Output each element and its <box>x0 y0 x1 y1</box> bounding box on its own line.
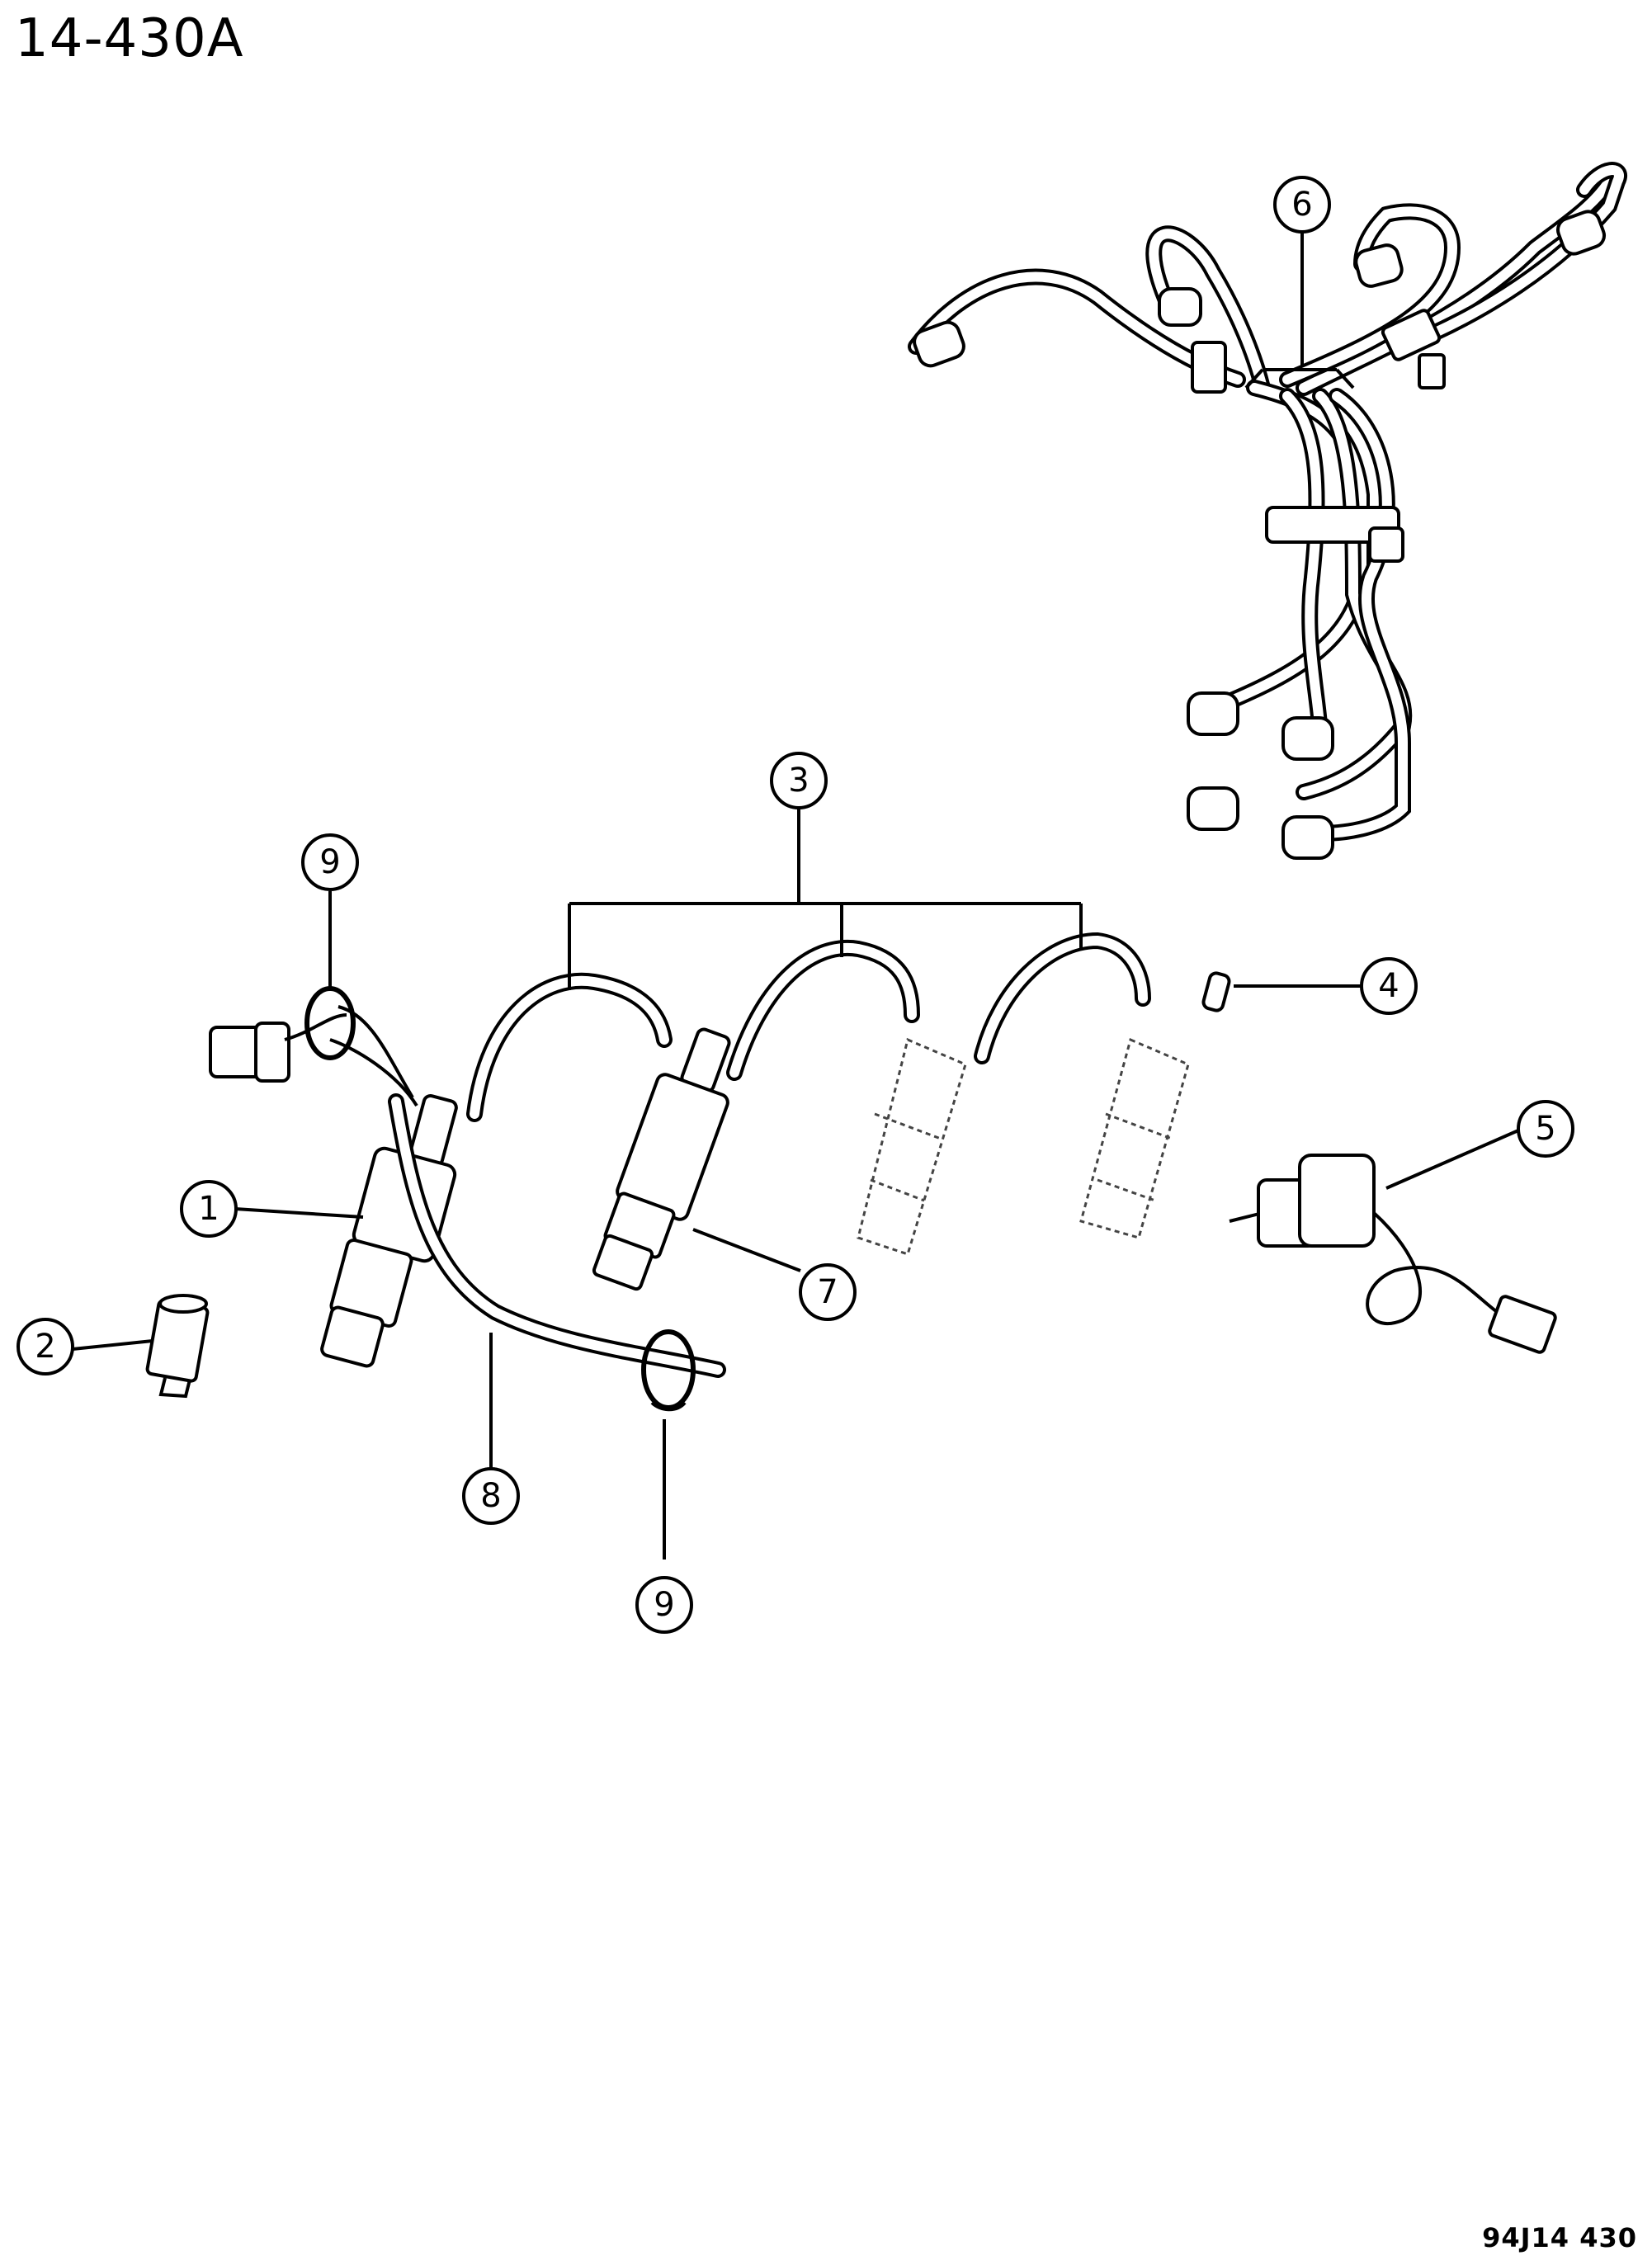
callout-3-label: 3 <box>788 762 809 800</box>
leak-off-hoses <box>466 932 1151 1122</box>
callout-leaders <box>72 231 1519 1560</box>
connector-clip-upper <box>209 986 356 1083</box>
sensor-with-connector <box>1229 1154 1557 1354</box>
callout-7: 7 <box>799 1263 857 1321</box>
fuel-injector <box>592 1027 731 1291</box>
drawing-reference: 94J14 430 <box>1482 2222 1637 2253</box>
callout-7-label: 7 <box>817 1273 838 1311</box>
callout-6-label: 6 <box>1291 186 1312 224</box>
callout-2-label: 2 <box>35 1328 55 1366</box>
callout-8-label: 8 <box>480 1477 501 1515</box>
callout-9-lower: 9 <box>635 1576 693 1634</box>
callout-9-upper-label: 9 <box>319 843 340 881</box>
nozzle-body <box>145 1294 210 1399</box>
phantom-injectors <box>857 1037 1190 1256</box>
callout-6: 6 <box>1273 176 1331 234</box>
callout-4: 4 <box>1360 957 1418 1015</box>
page-title: 14-430A <box>15 8 244 69</box>
callout-5: 5 <box>1517 1100 1574 1158</box>
callout-2: 2 <box>17 1318 74 1376</box>
clip-lower <box>641 1329 696 1412</box>
callout-5-label: 5 <box>1535 1110 1555 1148</box>
injector-harness <box>908 162 1627 860</box>
callout-1: 1 <box>180 1180 238 1238</box>
callout-3: 3 <box>770 752 828 809</box>
callout-9-lower-label: 9 <box>654 1586 674 1624</box>
callout-1-label: 1 <box>198 1190 219 1228</box>
callout-9-upper: 9 <box>301 833 359 891</box>
callout-8: 8 <box>462 1467 520 1525</box>
callout-4-label: 4 <box>1378 967 1399 1005</box>
injector-with-connector <box>320 1005 458 1368</box>
hose-plug <box>1201 971 1231 1012</box>
